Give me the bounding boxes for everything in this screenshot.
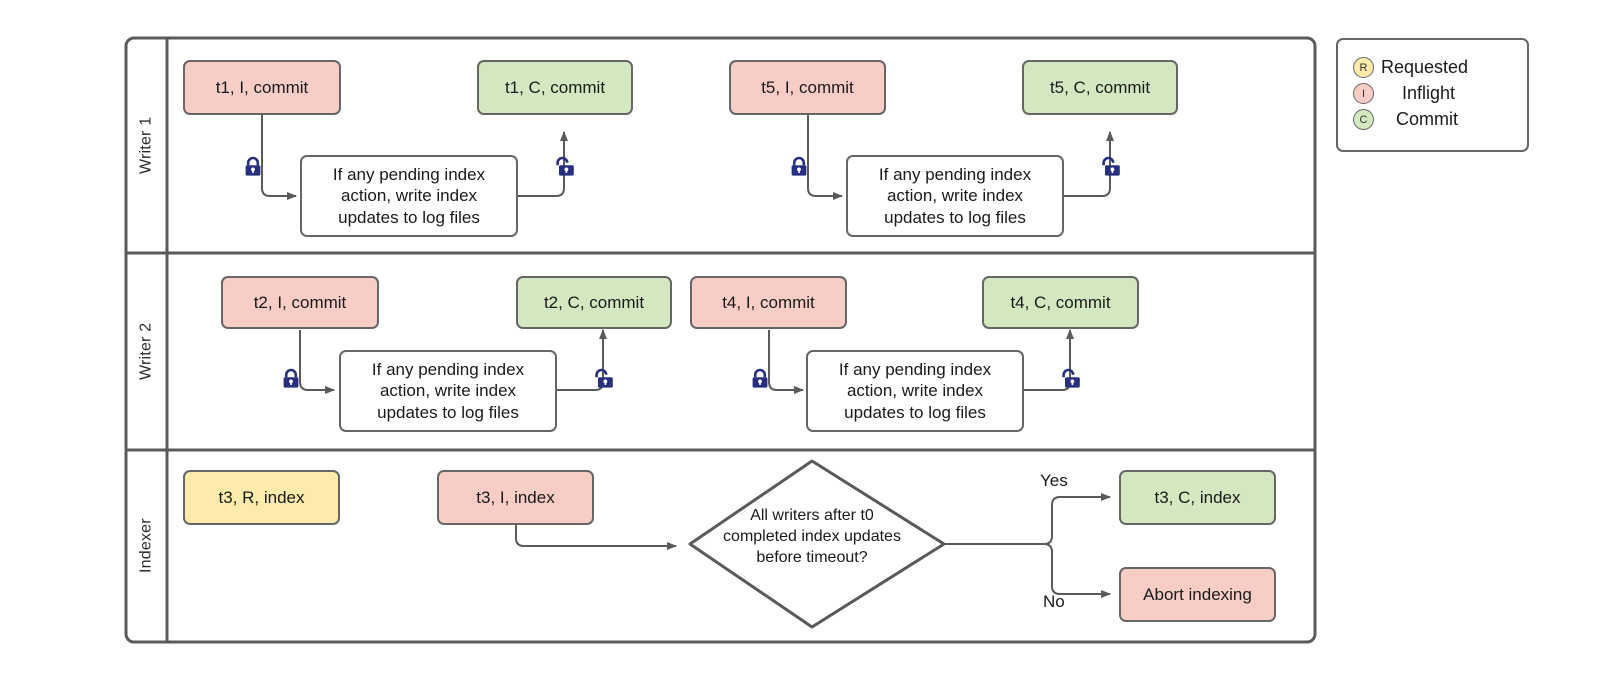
legend-badge-code: C: [1359, 113, 1368, 126]
lock-open-icon: [593, 368, 615, 390]
lock-open-icon: [1100, 156, 1122, 178]
node-label: t2, C, commit: [543, 292, 645, 312]
lock-closed-icon: [749, 368, 771, 390]
node-label: Abort indexing: [1143, 584, 1252, 604]
node-label: t3, I, index: [476, 487, 555, 507]
process-text: If any pending index action, write index…: [838, 359, 992, 422]
node-label: t3, R, index: [218, 487, 305, 507]
branch-label-text: No: [1043, 592, 1065, 611]
lane-label-text: Writer 1: [137, 116, 155, 175]
legend-badge-code: R: [1359, 61, 1368, 74]
node-t3-inflight[interactable]: t3, I, index: [437, 470, 594, 525]
legend-badge-code: I: [1361, 87, 1366, 100]
decision-node-label: All writers after t0 completed index upd…: [682, 506, 942, 568]
process-box-writer2-right[interactable]: If any pending index action, write index…: [806, 350, 1024, 432]
legend-item-commit: C Commit: [1353, 109, 1458, 130]
process-box-writer1-right[interactable]: If any pending index action, write index…: [846, 155, 1064, 237]
process-box-writer1-left[interactable]: If any pending index action, write index…: [300, 155, 518, 237]
node-t3-commit[interactable]: t3, C, index: [1119, 470, 1276, 525]
lane-label-writer2: Writer 2: [126, 253, 167, 450]
lock-open-icon: [1060, 368, 1082, 390]
node-abort-indexing[interactable]: Abort indexing: [1119, 567, 1276, 622]
decision-line-1: All writers after t0: [750, 507, 874, 524]
lock-open-icon: [554, 156, 576, 178]
node-label: t1, I, commit: [215, 77, 309, 97]
lane-label-indexer: Indexer: [126, 450, 167, 642]
node-t2-inflight[interactable]: t2, I, commit: [221, 276, 379, 329]
process-box-writer2-left[interactable]: If any pending index action, write index…: [339, 350, 557, 432]
node-t2-commit[interactable]: t2, C, commit: [516, 276, 672, 329]
lane-label-text: Indexer: [137, 518, 155, 574]
legend-badge-requested-icon: R: [1353, 57, 1374, 78]
node-t5-inflight[interactable]: t5, I, commit: [729, 60, 886, 115]
process-text: If any pending index action, write index…: [878, 164, 1032, 227]
node-label: t1, C, commit: [504, 77, 606, 97]
legend-label-commit: Commit: [1396, 109, 1458, 129]
lock-closed-icon: [280, 368, 302, 390]
legend-badge-commit-icon: C: [1353, 109, 1374, 130]
node-label: t4, I, commit: [722, 292, 815, 312]
branch-label-text: Yes: [1040, 471, 1068, 490]
node-label: t3, C, index: [1154, 487, 1241, 507]
legend-badge-inflight-icon: I: [1353, 83, 1374, 104]
node-t4-inflight[interactable]: t4, I, commit: [690, 276, 847, 329]
node-label: t5, I, commit: [761, 77, 854, 97]
legend-label-inflight: Inflight: [1402, 83, 1456, 103]
legend-label-requested: Requested: [1381, 57, 1469, 77]
legend-item-requested: R Requested: [1353, 57, 1468, 78]
process-text: If any pending index action, write index…: [332, 164, 486, 227]
process-text: If any pending index action, write index…: [371, 359, 525, 422]
decision-line-3: before timeout?: [756, 548, 868, 566]
node-t5-commit[interactable]: t5, C, commit: [1022, 60, 1178, 115]
branch-label-yes: Yes: [1040, 471, 1068, 491]
node-t1-inflight[interactable]: t1, I, commit: [183, 60, 341, 115]
node-t3-requested[interactable]: t3, R, index: [183, 470, 340, 525]
node-t4-commit[interactable]: t4, C, commit: [982, 276, 1139, 329]
node-label: t5, C, commit: [1049, 77, 1151, 97]
node-t1-commit[interactable]: t1, C, commit: [477, 60, 633, 115]
lane-label-writer1: Writer 1: [126, 38, 167, 253]
branch-label-no: No: [1043, 592, 1065, 612]
legend-item-inflight: I Inflight: [1353, 83, 1455, 104]
decision-line-2: completed index updates: [723, 527, 901, 545]
lock-closed-icon: [788, 156, 810, 178]
lock-closed-icon: [242, 156, 264, 178]
lane-label-text: Writer 2: [137, 322, 155, 381]
node-label: t2, I, commit: [253, 292, 347, 312]
node-label: t4, C, commit: [1010, 292, 1111, 312]
